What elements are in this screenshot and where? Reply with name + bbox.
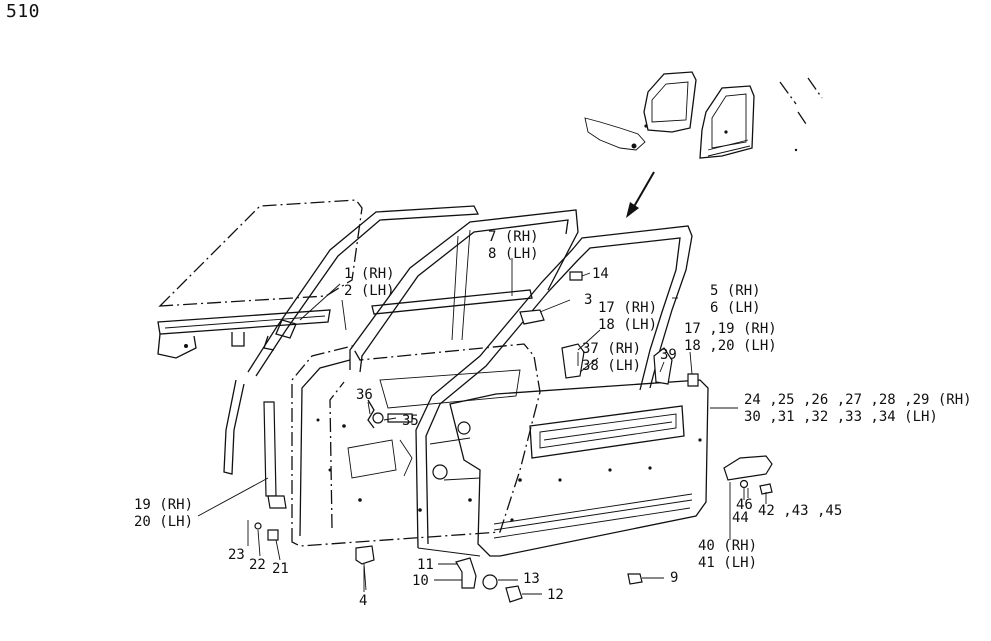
callout-6: 6 (LH) bbox=[710, 300, 761, 316]
callout-19: 19 (RH) bbox=[134, 497, 193, 513]
callout-21: 21 bbox=[272, 561, 289, 577]
callout-18: 18 (LH) bbox=[598, 317, 657, 333]
callout-3: 3 bbox=[584, 292, 592, 308]
callout-5: 5 (RH) bbox=[710, 283, 761, 299]
small-parts bbox=[247, 271, 773, 603]
callout-35: 35 bbox=[402, 413, 419, 429]
callout-9: 9 bbox=[670, 570, 678, 586]
callout-1: 1 (RH) bbox=[344, 266, 395, 282]
callout-44: 44 bbox=[732, 510, 749, 526]
callout-4: 4 bbox=[359, 593, 367, 609]
callout-39: 39 bbox=[660, 347, 677, 363]
door-weatherstrip bbox=[415, 225, 693, 557]
callout-42-45: 42 ,43 ,45 bbox=[758, 503, 842, 519]
callout-23: 23 bbox=[228, 547, 245, 563]
page-number: 510 bbox=[6, 1, 41, 22]
callout-36: 36 bbox=[356, 387, 373, 403]
callout-labels: 1 (RH) 2 (LH) 7 (RH) 8 (LH) 14 3 5 (RH) … bbox=[134, 229, 972, 609]
callout-40: 40 (RH) bbox=[698, 538, 757, 554]
window-sash-frame bbox=[349, 209, 579, 373]
callout-41: 41 (LH) bbox=[698, 555, 757, 571]
callout-30-34: 30 ,31 ,32 ,33 ,34 (LH) bbox=[744, 409, 938, 425]
inner-door-shell bbox=[291, 343, 541, 547]
callout-14: 14 bbox=[592, 266, 609, 282]
callout-37: 37 (RH) bbox=[582, 341, 641, 357]
callout-12: 12 bbox=[547, 587, 564, 603]
vehicle-locator-inset bbox=[584, 71, 823, 159]
leader-lines bbox=[197, 258, 767, 595]
door-trim-panel bbox=[449, 379, 709, 557]
callout-11: 11 bbox=[417, 557, 434, 573]
callout-7: 7 (RH) bbox=[488, 229, 539, 245]
door-glass bbox=[157, 199, 363, 359]
callout-2: 2 (LH) bbox=[344, 283, 395, 299]
callout-22: 22 bbox=[249, 557, 266, 573]
glass-run-channel bbox=[223, 205, 480, 475]
callout-46: 46 bbox=[736, 497, 753, 513]
callout-20: 20 (LH) bbox=[134, 514, 193, 530]
callout-10: 10 bbox=[412, 573, 429, 589]
locator-arrow bbox=[626, 171, 655, 218]
callout-17: 17 (RH) bbox=[598, 300, 657, 316]
callout-24-29: 24 ,25 ,26 ,27 ,28 ,29 (RH) bbox=[744, 392, 972, 408]
callout-38: 38 (LH) bbox=[582, 358, 641, 374]
callout-8: 8 (LH) bbox=[488, 246, 539, 262]
callout-13: 13 bbox=[523, 571, 540, 587]
callout-17-19: 17 ,19 (RH) bbox=[684, 321, 777, 337]
callout-18-20: 18 ,20 (LH) bbox=[684, 338, 777, 354]
